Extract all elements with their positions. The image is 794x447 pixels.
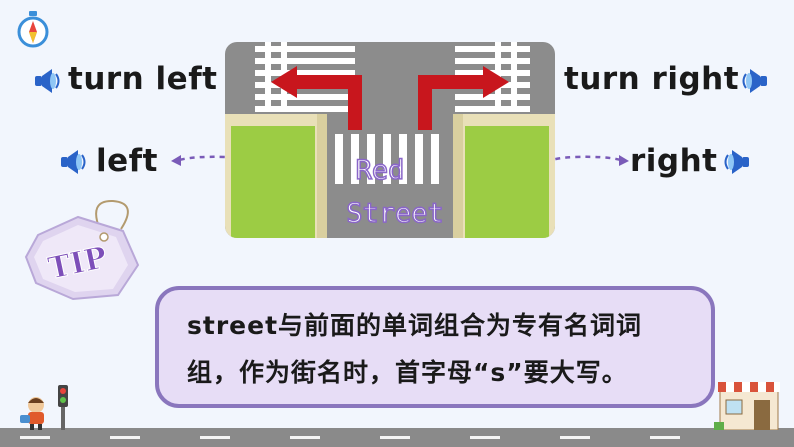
tip-line-1: street与前面的单词组合为专有名词词 xyxy=(187,311,643,340)
traffic-light-icon xyxy=(20,385,68,430)
road-marking xyxy=(560,436,590,439)
street-name-line1: Red xyxy=(356,155,405,186)
road-marking xyxy=(200,436,230,439)
speaker-icon[interactable] xyxy=(740,66,770,96)
compass-icon xyxy=(17,11,49,48)
street-map: Red Street xyxy=(225,42,555,238)
road-marking xyxy=(20,436,50,439)
tip-badge: TIP xyxy=(24,199,140,301)
tip-box: street与前面的单词组合为专有名词词 组，作为街名时，首字母“s”要大写。 xyxy=(155,286,715,408)
shop-icon xyxy=(714,382,780,430)
road-marking xyxy=(470,436,500,439)
road-marking xyxy=(650,436,680,439)
speaker-icon[interactable] xyxy=(722,147,752,177)
street-name-line2: Street xyxy=(346,198,444,229)
speaker-icon[interactable] xyxy=(32,66,62,96)
road-marking xyxy=(290,436,320,439)
road-marking xyxy=(110,436,140,439)
turn-right-label: turn right xyxy=(564,61,740,97)
right-label: right xyxy=(630,143,718,179)
tip-line-2: 组，作为街名时，首字母“s”要大写。 xyxy=(187,358,628,387)
road-marking xyxy=(380,436,410,439)
left-label: left xyxy=(96,143,158,179)
turn-left-label: turn left xyxy=(68,61,218,97)
speaker-icon[interactable] xyxy=(58,147,88,177)
